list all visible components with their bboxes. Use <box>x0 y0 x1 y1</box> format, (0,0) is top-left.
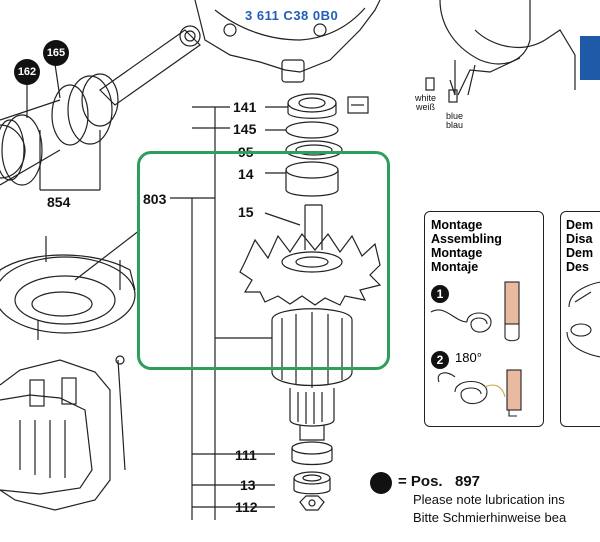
lubrication-note-de: Bitte Schmierhinweise bea <box>413 510 567 525</box>
montage-title-es: Montaje <box>431 260 479 274</box>
montage-title-fr: Montage <box>431 246 483 260</box>
pos-number: 897 <box>455 473 481 490</box>
wire-label-blue: blue blau <box>446 112 463 130</box>
montage-title-en: Assembling <box>431 232 502 246</box>
lubrication-dot-icon <box>370 472 392 494</box>
wire-white-de: weiß <box>416 102 436 112</box>
wire-white-en: white <box>415 93 437 103</box>
callout-15: 15 <box>238 204 254 220</box>
montage-illustration <box>430 281 522 417</box>
callout-803: 803 <box>143 191 167 207</box>
montage-panel: Montage Assembling Montage Montaje 1 2 1… <box>424 211 544 427</box>
highlight-box-armature <box>137 151 390 370</box>
rotation-angle: 180° <box>455 350 482 365</box>
callout-145: 145 <box>233 121 257 137</box>
part-number-header: 3 611 C38 0B0 <box>245 8 339 23</box>
demontage-panel: Dem Disa Dem Des <box>560 211 600 427</box>
demontage-title: Dem Disa Dem Des <box>566 218 593 274</box>
demontage-title-es: Des <box>566 260 589 274</box>
callout-141: 141 <box>233 99 257 115</box>
demontage-title-fr: Dem <box>566 246 594 260</box>
pos-label: = Pos. <box>398 473 443 490</box>
step-2-badge: 2 <box>431 351 449 369</box>
wire-label-white: white weiß <box>415 94 436 112</box>
callout-14: 14 <box>238 166 254 182</box>
lubrication-note-en: Please note lubrication ins <box>413 492 565 507</box>
montage-title-de: Montage <box>431 218 483 232</box>
demontage-illustration <box>566 281 600 358</box>
step-1-badge: 1 <box>431 285 449 303</box>
callout-162: 162 <box>14 59 40 85</box>
montage-title: Montage Assembling Montage Montaje <box>431 218 502 274</box>
wire-blue-de: blau <box>446 120 464 130</box>
demontage-title-de: Dem <box>566 218 594 232</box>
callout-854: 854 <box>47 194 71 210</box>
callout-112: 112 <box>235 499 258 515</box>
callout-111: 111 <box>235 447 257 463</box>
wire-blue-en: blue <box>446 111 464 121</box>
callout-165: 165 <box>43 40 69 66</box>
brand-accent-bar <box>580 36 600 80</box>
demontage-title-en: Disa <box>566 232 593 246</box>
callout-13: 13 <box>240 477 256 493</box>
